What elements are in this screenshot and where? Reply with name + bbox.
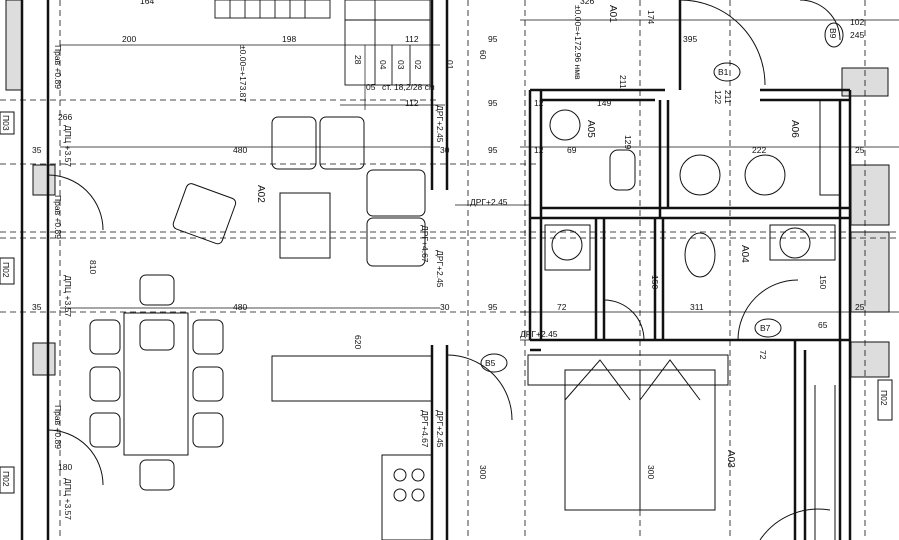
dim-label: 480 <box>233 302 247 312</box>
door-tag-b9: B9 <box>828 28 838 39</box>
dim-label: 810 <box>88 260 98 274</box>
dim-label: 30 <box>440 302 450 312</box>
dim-label: 300 <box>478 465 488 479</box>
dim-label: 95 <box>488 98 498 108</box>
window-tag-box <box>0 466 15 494</box>
dim-label: 72 <box>758 350 768 360</box>
window-tag-p02: П02 <box>879 390 889 406</box>
dim-label: 112 <box>405 34 419 44</box>
window-tag-box <box>877 379 893 421</box>
dim-label: 222 <box>752 145 766 155</box>
window-tag-p02: П02 <box>1 262 11 278</box>
dim-label: 180 <box>58 462 72 472</box>
level-annotation: ±0.00=+173.87 <box>238 45 248 102</box>
left-note: ДПЦ +3.57 <box>63 275 73 317</box>
dim-label: 149 <box>597 98 611 108</box>
stair-step-04: 04 <box>378 60 388 70</box>
wall-right-mid <box>850 231 890 313</box>
dim-label: 12 <box>534 98 544 108</box>
dim-label: 122 <box>713 90 723 104</box>
dim-label: 69 <box>567 145 577 155</box>
dim-label: 211 <box>723 90 733 104</box>
wall-right-lower <box>850 341 890 378</box>
stair-note: ст. 18,2/28 см <box>382 82 435 92</box>
level-annotation: ±0.00=+172.96 нмв <box>573 5 583 80</box>
room-tag-a02: A02 <box>255 185 266 203</box>
dim-label: 300 <box>646 465 656 479</box>
level-annotation: ДРГ+4.67 <box>420 410 430 448</box>
dim-label: 65 <box>818 320 828 330</box>
dim-label: 25 <box>855 302 865 312</box>
left-note: Прав +0.89 <box>53 405 63 449</box>
dim-label: 95 <box>488 34 498 44</box>
dim-label: 35 <box>32 302 42 312</box>
room-tag-a06: A06 <box>789 120 800 138</box>
dim-label: 245 <box>850 30 864 40</box>
level-annotation: ДРГ+2.45 <box>435 105 445 143</box>
level-annotation: ДРГ+2.45 <box>470 197 508 207</box>
dim-label: 266 <box>58 112 72 122</box>
dim-label: 480 <box>233 145 247 155</box>
dim-label: 311 <box>690 302 704 312</box>
wall-left-lower <box>32 342 56 376</box>
stair-step-01: 01 <box>445 60 455 70</box>
dim-label: 112 <box>405 98 419 108</box>
level-annotation: ДРГ+2.45 <box>435 250 445 288</box>
dim-label: 102 <box>850 17 864 27</box>
wall-left-upper <box>5 0 23 91</box>
dim-label: 60 <box>478 50 488 60</box>
stair-step-03: 03 <box>396 60 406 70</box>
door-tag-b1: B1 <box>718 67 729 77</box>
dim-label: 35 <box>32 145 42 155</box>
dim-label: 28 <box>353 55 363 65</box>
window-tag-p02: П02 <box>1 471 11 487</box>
wall-right-upper <box>850 164 890 226</box>
room-tag-a01: A01 <box>607 5 618 23</box>
left-note: Прав +0.89 <box>53 195 63 239</box>
left-note: ДПЦ +3.57 <box>63 125 73 167</box>
dim-label: 198 <box>282 34 296 44</box>
dim-label: 12 <box>534 145 544 155</box>
room-tag-a03: A03 <box>725 450 736 468</box>
dim-label: 25 <box>855 145 865 155</box>
left-note: Прав +0.89 <box>53 45 63 89</box>
stair-step-05: 05 <box>366 82 376 92</box>
window-tag-box <box>0 257 15 285</box>
dim-label: 30 <box>440 145 450 155</box>
room-tag-a05: A05 <box>585 120 596 138</box>
dim-label: 211 <box>618 75 628 89</box>
dim-label: 95 <box>488 145 498 155</box>
door-tag-b5: B5 <box>485 358 496 368</box>
dim-label: 150 <box>650 275 660 289</box>
level-annotation: ДРГ+2.45 <box>435 410 445 448</box>
dim-label: 72 <box>557 302 567 312</box>
dim-label: 620 <box>353 335 363 349</box>
level-annotation: ДРГ+4.67 <box>420 225 430 263</box>
dim-label: 395 <box>683 34 697 44</box>
dim-label: 95 <box>488 302 498 312</box>
dim-label: 326 <box>580 0 594 6</box>
dim-label: 200 <box>122 34 136 44</box>
dim-label: 164 <box>140 0 154 6</box>
dim-label: 174 <box>646 10 656 24</box>
window-tag-p03: П03 <box>1 115 11 131</box>
dim-label: 129 <box>623 135 633 149</box>
stair-step-02: 02 <box>413 60 423 70</box>
door-tag-b7: B7 <box>760 323 771 333</box>
level-annotation: ДРГ+2.45 <box>520 329 558 339</box>
left-note: ДПЦ +3.57 <box>63 478 73 520</box>
room-tag-a04: A04 <box>739 245 750 263</box>
window-tag-box <box>0 111 15 135</box>
wall-left-mid <box>32 164 56 196</box>
dim-label: 150 <box>818 275 828 289</box>
